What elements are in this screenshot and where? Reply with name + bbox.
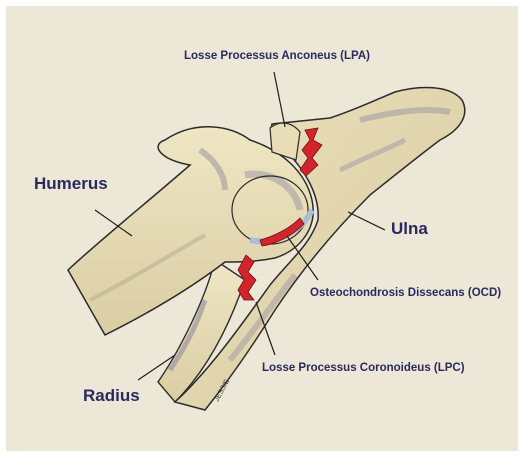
label-ocd: Osteochondrosis Dissecans (OCD) — [310, 287, 501, 299]
label-lpc: Losse Processus Coronoideus (LPC) — [262, 362, 465, 374]
label-lpa: Losse Processus Anconeus (LPA) — [184, 50, 370, 62]
label-radius: Radius — [83, 386, 140, 406]
label-humerus: Humerus — [34, 174, 108, 194]
lpa-leader — [274, 72, 285, 127]
ulna-leader — [348, 212, 385, 230]
label-ulna: Ulna — [391, 219, 428, 239]
